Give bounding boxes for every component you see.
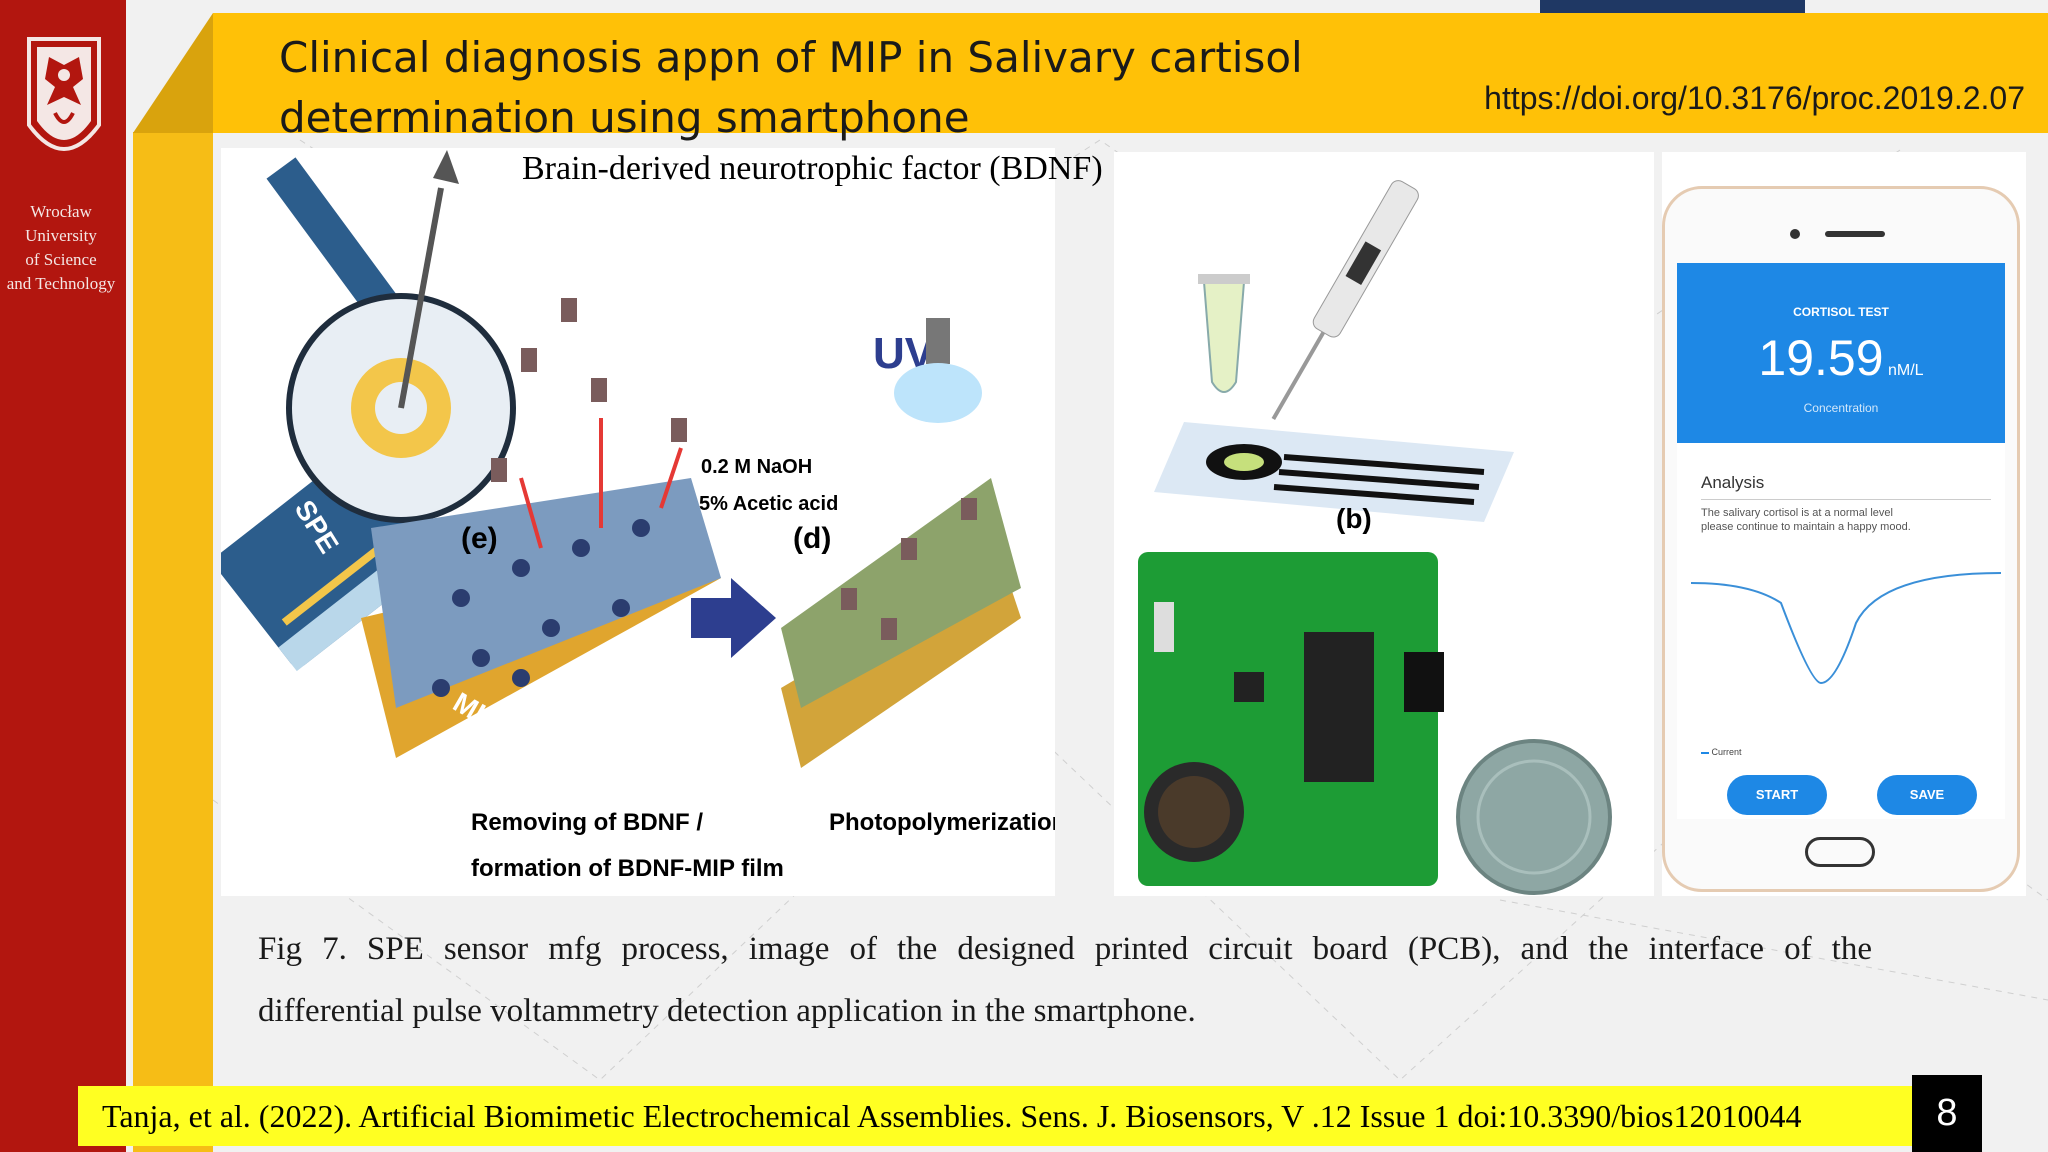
pipette <box>1271 180 1419 421</box>
title-line-2: determination using smartphone <box>279 93 970 142</box>
label-d: (d) <box>793 522 831 555</box>
legend-current: Current <box>1701 747 1742 757</box>
legend-label: Current <box>1711 747 1742 757</box>
analysis-text-2: please continue to maintain a happy mood… <box>1701 521 1911 533</box>
home-button[interactable] <box>1805 837 1875 867</box>
university-name: Wrocław University of Science and Techno… <box>6 200 116 296</box>
sample-tube <box>1202 281 1246 393</box>
page-number: 8 <box>1912 1075 1982 1152</box>
title-line-1: Clinical diagnosis appn of MIP in Saliva… <box>279 33 1303 82</box>
smartphone: CORTISOL TEST 19.59 nM/L Concentration A… <box>1662 186 2020 892</box>
dpv-curve <box>1691 572 2001 685</box>
label-e: (e) <box>461 522 498 555</box>
phone-screen: CORTISOL TEST 19.59 nM/L Concentration A… <box>1677 263 2005 819</box>
phone-speaker <box>1825 231 1885 237</box>
header-bar <box>213 13 2048 133</box>
university-line: and Technology <box>6 274 116 293</box>
label-b: (b) <box>1336 503 1372 534</box>
university-line: of Science <box>25 250 97 269</box>
naoh-line-1: 0.2 M NaOH <box>701 456 812 478</box>
result-value: 19.59 <box>1758 330 1884 386</box>
slide-title: Clinical diagnosis appn of MIP in Saliva… <box>279 28 1303 148</box>
concentration-label: Concentration <box>1803 401 1879 415</box>
sidebar <box>0 0 126 1152</box>
phone-camera <box>1790 229 1800 239</box>
citation-bar: Tanja, et al. (2022). Artificial Biomime… <box>78 1086 1950 1146</box>
caption-line-2: differential pulse voltammetry detection… <box>258 993 1196 1029</box>
naoh-line-2: 5% Acetic acid <box>699 493 838 515</box>
figure-caption: Fig 7. SPE sensor mfg process, image of … <box>258 918 1872 1042</box>
process-arrow <box>691 578 776 658</box>
phone-panel: CORTISOL TEST 19.59 nM/L Concentration A… <box>1662 152 2026 896</box>
start-button[interactable]: START <box>1727 775 1827 815</box>
legend-swatch <box>1701 751 1709 754</box>
coin <box>1456 739 1612 895</box>
result-value-row: 19.59 nM/L <box>1677 329 2005 387</box>
doi-link[interactable]: https://doi.org/10.3176/proc.2019.2.07 <box>1484 80 2025 116</box>
figure-mid-panel: (b) <box>1114 152 1654 896</box>
test-title: CORTISOL TEST <box>1793 305 1889 319</box>
pcb-illustration: (b) <box>1138 180 1612 895</box>
university-line: Wrocław <box>30 202 92 221</box>
removing-line-1: Removing of BDNF / <box>471 809 703 836</box>
result-card: CORTISOL TEST 19.59 nM/L Concentration <box>1677 263 2005 443</box>
bdnf-heading: Brain-derived neurotrophic factor (BDNF) <box>522 150 1103 187</box>
analysis-heading: Analysis <box>1701 473 1765 492</box>
result-unit: nM/L <box>1888 362 1924 379</box>
removing-line-2: formation of BDNF-MIP film <box>471 855 784 882</box>
caption-line-1: Fig 7. SPE sensor mfg process, image of … <box>258 931 1872 967</box>
university-logo <box>27 37 101 151</box>
header-corner <box>133 13 213 133</box>
analysis-divider <box>1701 499 1991 500</box>
university-line: University <box>25 226 97 245</box>
figure-left-panel: SPE MIP-SPE (e) 0.2 M NaOH 5% Acetic aci… <box>214 148 1066 896</box>
mip-spe-label: MIP-SPE <box>448 686 563 770</box>
photopoly-label: Photopolymerization <box>829 809 1055 836</box>
gold-accent-bar <box>133 132 213 1152</box>
save-button[interactable]: SAVE <box>1877 775 1977 815</box>
top-dark-tab <box>1540 0 1805 13</box>
analysis-text-1: The salivary cortisol is at a normal lev… <box>1701 507 1893 519</box>
spe-process-illustration: SPE MIP-SPE (e) 0.2 M NaOH 5% Acetic aci… <box>214 150 1066 882</box>
